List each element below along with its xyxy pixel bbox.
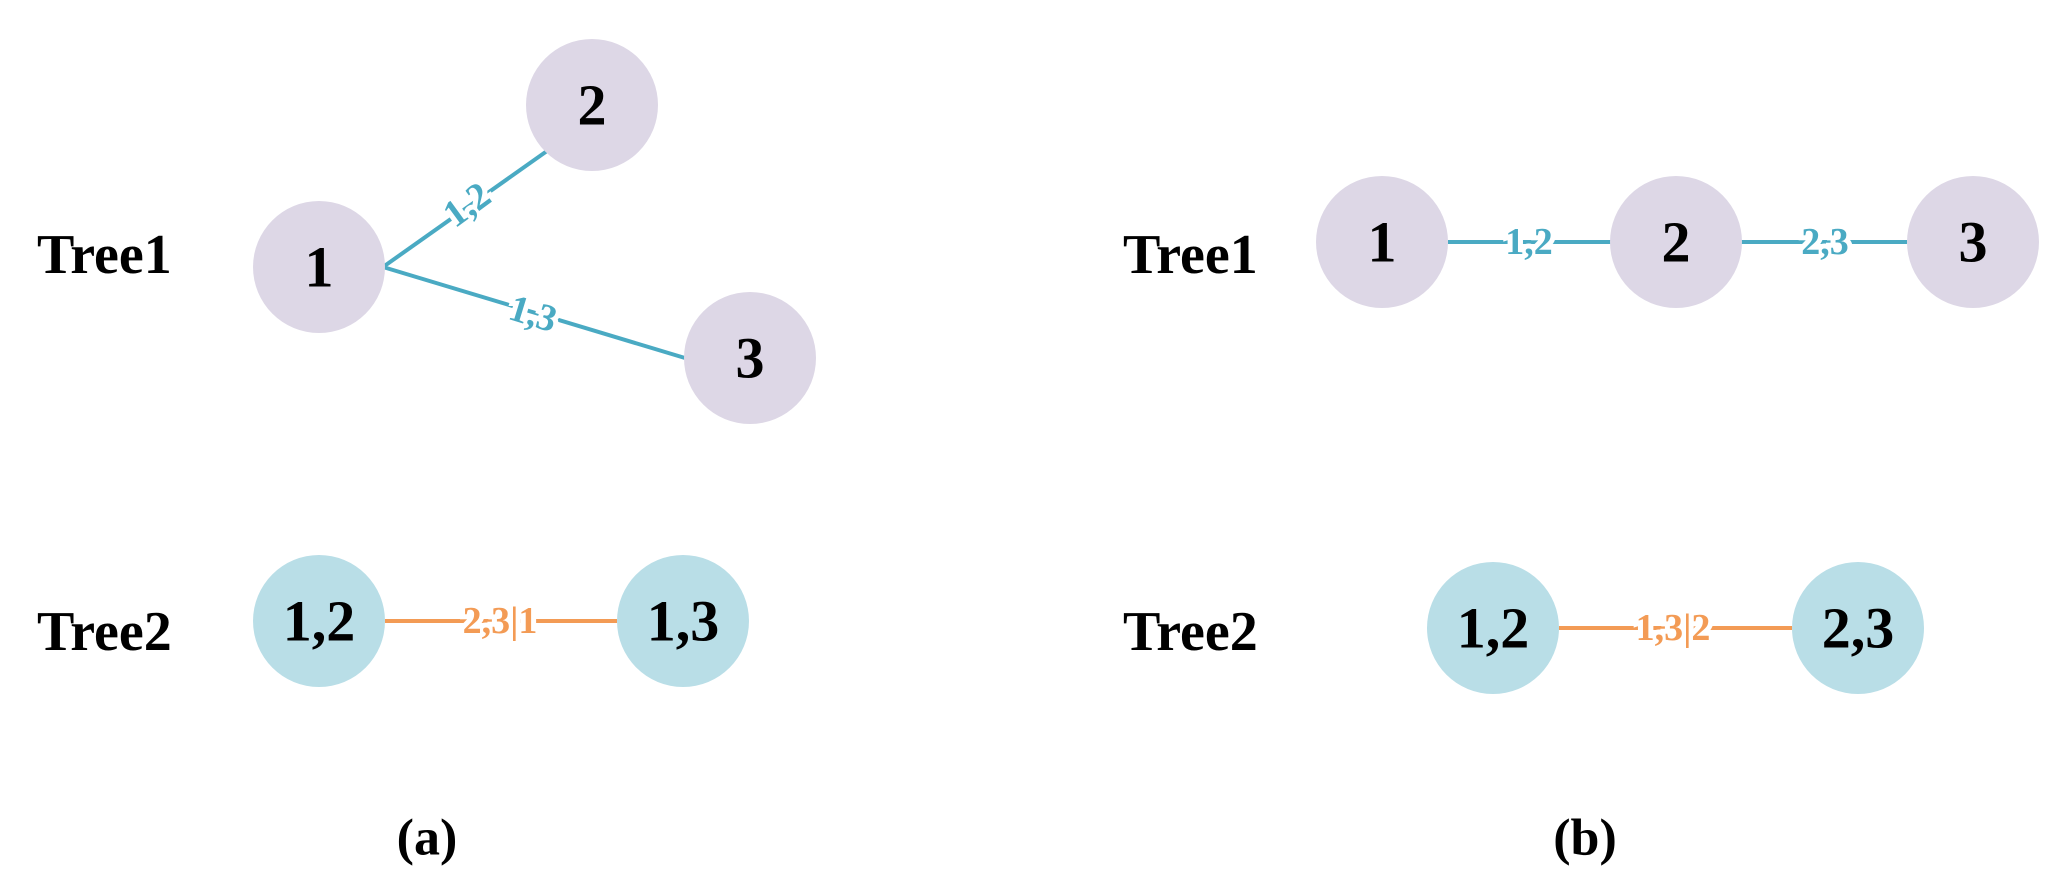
- node-3-label: 3: [736, 326, 765, 391]
- node-2: [526, 39, 658, 171]
- edge-label-1-3: 1,3: [504, 287, 562, 341]
- node-23-label: 2,3: [1822, 596, 1895, 661]
- edge-label-1-2: 1,2: [1505, 221, 1553, 263]
- node-13: [617, 555, 749, 687]
- edge-label-13-2: 1,3|2: [1636, 607, 1711, 649]
- tree2-label: Tree2: [37, 601, 172, 663]
- panel-a: Tree1 1,2 1,3 1 2 3 Tree2 2,3|1 1,2 1,3 …: [37, 39, 816, 867]
- node-1: [253, 201, 385, 333]
- node-12: [1427, 562, 1559, 694]
- edge-1-3: [382, 265, 686, 360]
- node-3: [684, 292, 816, 424]
- tree1-label: Tree1: [1123, 224, 1258, 286]
- node-2: [1610, 176, 1742, 308]
- node-1: [1316, 176, 1448, 308]
- tree2-label: Tree2: [1123, 601, 1258, 663]
- node-3: [1907, 176, 2039, 308]
- edge-1-2: [381, 149, 549, 269]
- edge-label-23-1: 2,3|1: [463, 600, 538, 642]
- node-2-label: 2: [578, 73, 607, 138]
- caption-a: (a): [397, 810, 458, 867]
- node-12: [253, 555, 385, 687]
- panel-b: Tree1 1,2 2,3 1 2 3 Tree2 1,3|2 1,2 2,3 …: [1123, 176, 2039, 867]
- edge-label-2-3: 2,3: [1801, 221, 1849, 263]
- node-1-label: 1: [1368, 210, 1397, 275]
- node-2-label: 2: [1662, 210, 1691, 275]
- node-3-label: 3: [1959, 210, 1988, 275]
- tree1-label: Tree1: [37, 224, 172, 286]
- node-12-label: 1,2: [1457, 596, 1530, 661]
- node-23: [1792, 562, 1924, 694]
- node-12-label: 1,2: [283, 589, 356, 654]
- node-1-label: 1: [305, 235, 334, 300]
- edge-label-1-2: 1,2: [435, 174, 498, 236]
- node-13-label: 1,3: [647, 589, 720, 654]
- caption-b: (b): [1553, 810, 1617, 867]
